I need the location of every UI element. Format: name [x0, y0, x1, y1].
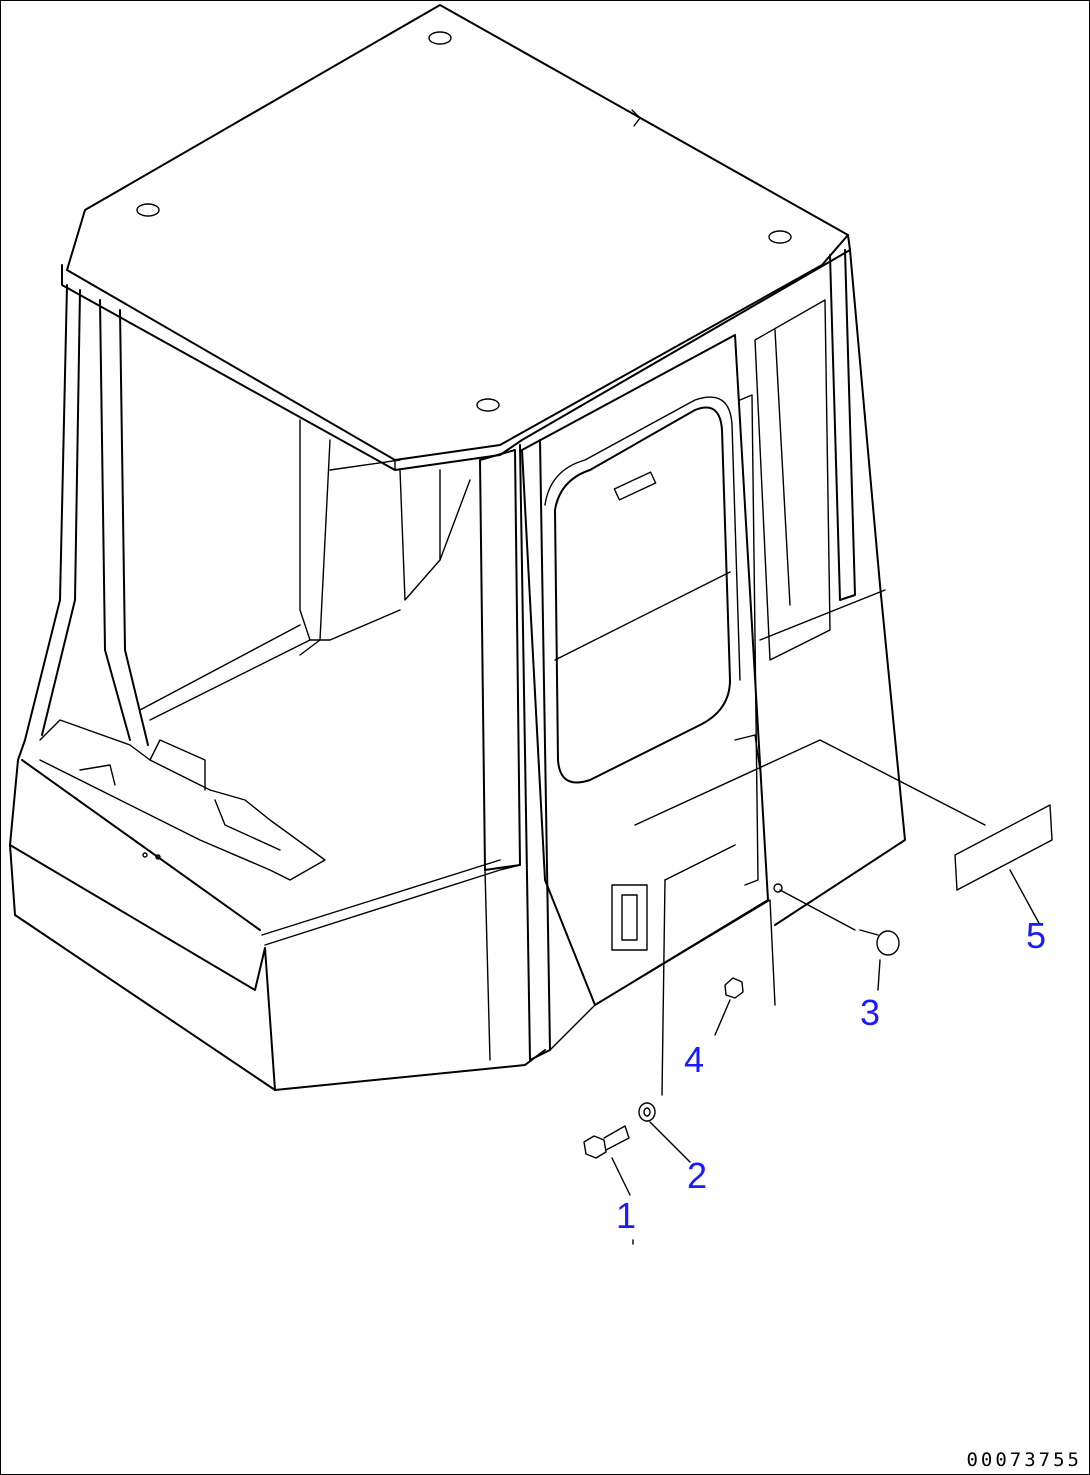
cab-lower-body — [9, 584, 906, 1091]
roof-bolt-cap — [428, 31, 452, 45]
roof-bolt-cap — [476, 398, 500, 412]
washer-part-2 — [638, 844, 736, 1163]
callout-3: 3 — [860, 992, 881, 1033]
callout-4: 4 — [684, 1039, 705, 1080]
nut-part-4 — [714, 977, 744, 1036]
cab-dashboard — [39, 719, 326, 881]
cab-roof — [61, 4, 851, 471]
callout-2: 2 — [687, 1155, 708, 1196]
callout-5: 5 — [1026, 915, 1047, 956]
roof-bolt-cap — [768, 230, 792, 244]
cab-front-frame — [17, 284, 471, 761]
decal-part — [954, 804, 1053, 891]
roof-bolt-cap — [136, 203, 160, 217]
cab-rear-frame — [754, 249, 881, 661]
callout-1: 1 — [616, 1195, 637, 1236]
cab-door — [521, 334, 769, 1006]
cab-center-pillar — [479, 439, 551, 1061]
door-window — [554, 406, 731, 784]
door-handle — [611, 884, 648, 951]
bolt-part-1 — [583, 1125, 634, 1245]
bolt-part-3 — [773, 883, 900, 991]
drawing-number: 00073755 — [966, 1449, 1082, 1471]
decal-outline — [634, 739, 1041, 926]
